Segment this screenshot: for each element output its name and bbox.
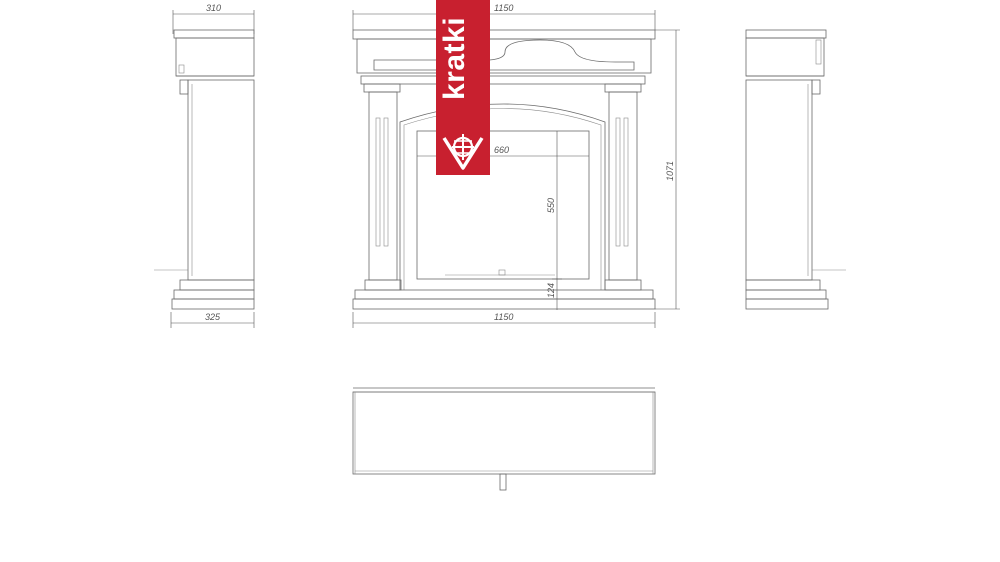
dim-opening-width: 660 [494,145,509,155]
dim-side-top-depth: 310 [206,3,221,13]
top-view [352,387,656,491]
dim-front-top-width: 1150 [494,3,513,13]
dim-side-base-depth: 325 [205,312,221,322]
kratki-grid-logo-icon [442,134,484,170]
dim-base-height: 124 [546,283,556,298]
dim-front-bottom-width: 1150 [494,312,513,322]
dim-overall-height: 1071 [665,161,675,181]
right-side-view [745,29,846,310]
brand-name: kratki [438,16,471,100]
kratki-brand-banner: kratki [436,0,490,175]
front-view: 1150 660 550 124 [352,3,680,328]
left-side-view: 310 325 [154,3,255,328]
dim-opening-height: 550 [546,198,556,213]
